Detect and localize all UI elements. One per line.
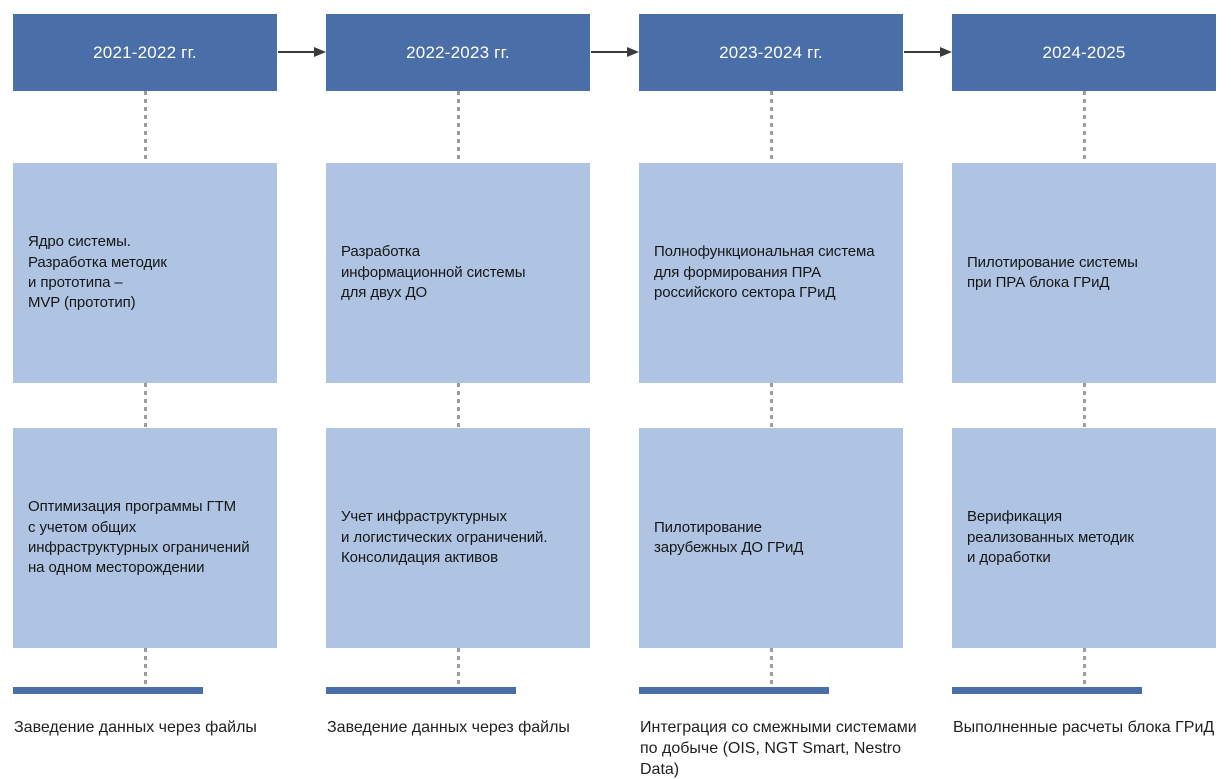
arrow-head xyxy=(940,47,952,57)
stage-header: 2023-2024 гг. xyxy=(639,14,903,91)
stage-header: 2024-2025 xyxy=(952,14,1216,91)
dashed-connector xyxy=(770,648,773,684)
progress-bar xyxy=(952,687,1142,694)
stage-box-top: Разработка информационной системы для дв… xyxy=(326,163,590,383)
stage-caption: Заведение данных через файлы xyxy=(327,719,570,736)
stage-header: 2022-2023 гг. xyxy=(326,14,590,91)
arrow-shaft xyxy=(904,51,942,53)
arrow-shaft xyxy=(591,51,629,53)
stage-box-bottom: Учет инфраструктурных и логистических ог… xyxy=(326,428,590,648)
dashed-connector xyxy=(457,383,460,428)
stage-box-top: Пилотирование системы при ПРА блока ГРиД xyxy=(952,163,1216,383)
progress-bar xyxy=(639,687,829,694)
timeline-column-2021-2022: 2021-2022 гг. Ядро системы. Разработка м… xyxy=(13,0,277,779)
stage-box-top: Ядро системы. Разработка методик и прото… xyxy=(13,163,277,383)
dashed-connector xyxy=(457,648,460,684)
dashed-connector xyxy=(144,91,147,163)
progress-bar xyxy=(13,687,203,694)
dashed-connector xyxy=(144,383,147,428)
arrow-shaft xyxy=(278,51,316,53)
dashed-connector xyxy=(457,91,460,163)
timeline-column-2024-2025: 2024-2025 Пилотирование системы при ПРА … xyxy=(952,0,1216,779)
flow-arrow-icon xyxy=(591,47,639,57)
dashed-connector xyxy=(1083,648,1086,684)
timeline-column-2022-2023: 2022-2023 гг. Разработка информационной … xyxy=(326,0,590,779)
dashed-connector xyxy=(144,648,147,684)
progress-bar xyxy=(326,687,516,694)
flow-arrow-icon xyxy=(278,47,326,57)
stage-box-bottom: Пилотирование зарубежных ДО ГРиД xyxy=(639,428,903,648)
arrow-head xyxy=(627,47,639,57)
stage-box-bottom: Верификация реализованных методик и дора… xyxy=(952,428,1216,648)
arrow-head xyxy=(314,47,326,57)
stage-header: 2021-2022 гг. xyxy=(13,14,277,91)
dashed-connector xyxy=(1083,383,1086,428)
stage-caption: Заведение данных через файлы xyxy=(14,719,257,736)
dashed-connector xyxy=(1083,91,1086,163)
dashed-connector xyxy=(770,91,773,163)
stage-caption: Выполненные расчеты блока ГРиД xyxy=(953,719,1215,736)
stage-box-bottom: Оптимизация программы ГТМ с учетом общих… xyxy=(13,428,277,648)
flow-arrow-icon xyxy=(904,47,952,57)
timeline-column-2023-2024: 2023-2024 гг. Полнофункциональная систем… xyxy=(639,0,917,779)
stage-box-top: Полнофункциональная система для формиров… xyxy=(639,163,903,383)
dashed-connector xyxy=(770,383,773,428)
stage-caption: Интеграция со смежными системами по добы… xyxy=(640,719,917,778)
